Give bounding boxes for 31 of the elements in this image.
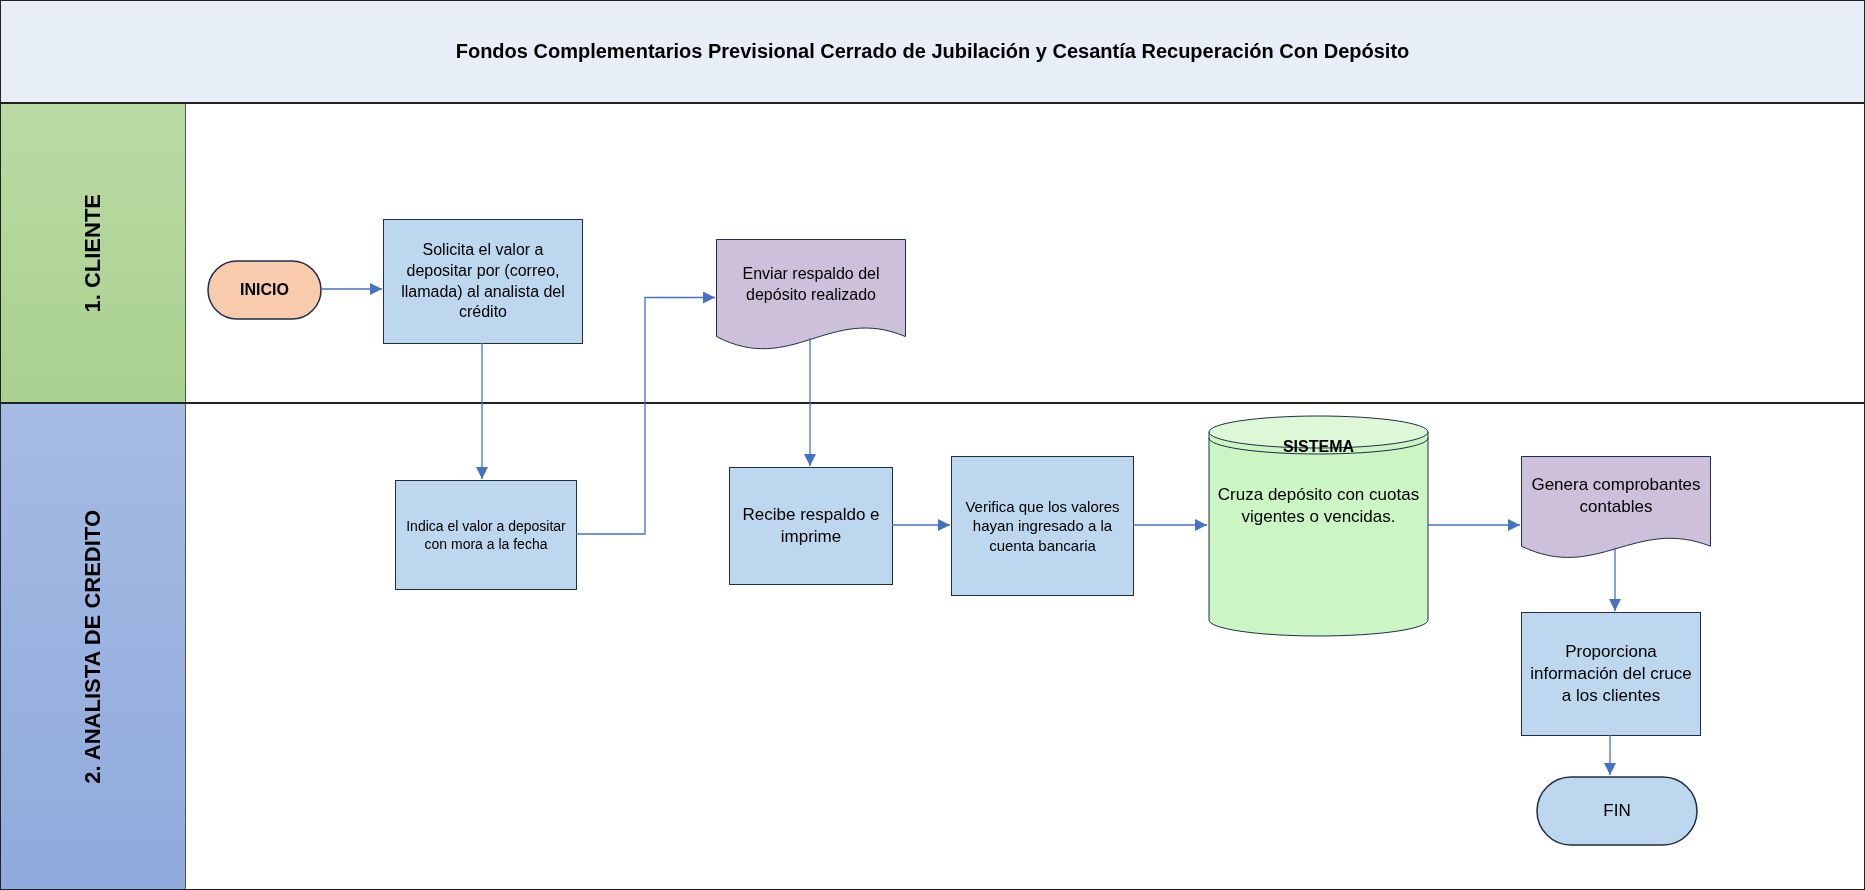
step-text: Genera comprobantes contables: [1530, 473, 1702, 518]
step-text: Verifica que los valores hayan ingresado a la cuenta bancaria: [964, 496, 1121, 556]
arrow: [891, 519, 951, 531]
step-text: Solicita el valor a depositar por (correo, llamada) al analista del crédito: [400, 239, 566, 323]
diagram-title: Fondos Complementarios Previsional Cerrado de Jubilación y Cesantía Recuperación Con Depósito: [454, 39, 1411, 64]
database-label: SISTEMA: [1282, 437, 1355, 457]
process-box: [729, 467, 893, 585]
database-cylinder: [1208, 415, 1429, 637]
step-text: Enviar respaldo del depósito realizado: [741, 263, 881, 305]
step-text: Proporciona información del cruce a los clientes: [1529, 640, 1693, 708]
process-box: [395, 480, 577, 590]
arrow: [1132, 519, 1208, 531]
process-box: [951, 456, 1134, 596]
lane-title: 2. ANALISTA DE CREDITO: [80, 509, 106, 784]
arrow: [476, 342, 488, 480]
arrow: [804, 337, 816, 467]
arrow: [1609, 546, 1621, 612]
swimlane: [0, 403, 1865, 890]
step-text: FIN: [1602, 799, 1632, 822]
step-text: INICIO: [239, 279, 290, 300]
arrow: [1427, 519, 1521, 531]
process-box: [1521, 612, 1701, 736]
step-text: Recibe respaldo e imprime: [741, 503, 881, 548]
arrow: [575, 291, 716, 535]
arrow: [1604, 734, 1616, 776]
step-text: Cruza depósito con cuotas vigentes o vencidas.: [1216, 483, 1421, 528]
swimlane: [0, 103, 1865, 403]
process-box: [383, 219, 583, 344]
step-text: Indica el valor a depositar con mora a la fecha: [405, 516, 567, 554]
arrow: [320, 283, 383, 295]
lane-title: 1. CLIENTE: [80, 193, 106, 313]
